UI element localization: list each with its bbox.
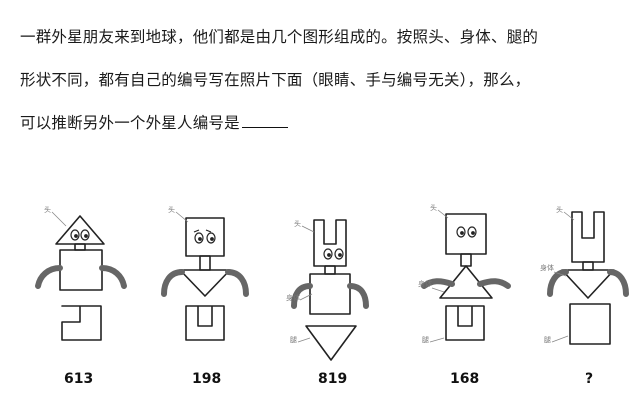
eyes (323, 248, 344, 260)
figure-code: 819 (318, 371, 347, 387)
left-arm (35, 265, 63, 289)
body-triangle-down (561, 269, 615, 299)
alien-figure-3: 头 身体 腿 819 (286, 219, 369, 387)
right-arm (347, 283, 369, 309)
legs-triangle-down (305, 325, 357, 361)
body-label: 身体 (286, 293, 300, 302)
question-line-2: 形状不同，都有自己的编号写在照片下面（眼睛、手与编号无关），那么， (20, 71, 531, 89)
eyes (456, 226, 477, 238)
head-label: 头 (556, 205, 563, 214)
head-u-shape (313, 219, 347, 267)
alien-figure-4: 身体 腿 头 168 (418, 203, 511, 387)
question-text: 一群外星朋友来到地球，他们都是由几个图形组成的。按照头、身体、腿的 形状不同，都… (20, 16, 630, 145)
question-line-3: 可以推断另外一个外星人编号是 (20, 102, 630, 145)
neck (582, 261, 594, 271)
question-line-3-text: 可以推断另外一个外星人编号是 (20, 114, 240, 132)
head-u-shape (571, 211, 605, 263)
right-arm (225, 269, 249, 297)
figure-code: 198 (192, 371, 221, 387)
legs-u-shape (445, 305, 485, 341)
alien-figure-2: 头 198 (161, 205, 249, 387)
left-arm (421, 278, 455, 289)
alien-figure-5: 头 身体 腿 ? (540, 205, 629, 387)
body-square (309, 273, 351, 315)
head-label: 头 (294, 219, 301, 228)
right-arm (607, 269, 629, 297)
figure-code: 168 (450, 371, 479, 387)
right-arm (99, 265, 127, 289)
head-square (185, 217, 225, 257)
legs-label: 腿 (422, 336, 429, 344)
left-arm (161, 269, 185, 297)
neck (74, 243, 86, 251)
answer-blank[interactable] (241, 111, 288, 128)
left-arm (291, 283, 313, 309)
right-arm (477, 278, 511, 289)
legs-square (569, 303, 611, 345)
legs-u-shape (185, 305, 225, 341)
head-square (445, 213, 487, 255)
head-label: 头 (168, 205, 175, 214)
body-label: 身体 (540, 263, 554, 272)
head-triangle (55, 215, 105, 245)
neck (324, 265, 336, 275)
body-triangle-down (179, 269, 231, 297)
body-square (59, 249, 103, 291)
head-label: 头 (44, 205, 51, 214)
legs-l-shape (61, 305, 102, 341)
figure-code: 613 (64, 371, 93, 387)
eyes (193, 229, 216, 244)
body-label: 身体 (418, 279, 432, 288)
question-line-1: 一群外星朋友来到地球，他们都是由几个图形组成的。按照头、身体、腿的 (20, 28, 539, 46)
alien-figure-1: 头 613 (35, 205, 127, 387)
legs-label: 腿 (290, 336, 297, 344)
neck (460, 253, 472, 267)
figure-code: ? (585, 371, 593, 387)
head-label: 头 (430, 203, 437, 212)
left-arm (547, 269, 569, 297)
legs-label: 腿 (544, 336, 551, 344)
eyes (70, 229, 90, 241)
neck (199, 255, 211, 271)
